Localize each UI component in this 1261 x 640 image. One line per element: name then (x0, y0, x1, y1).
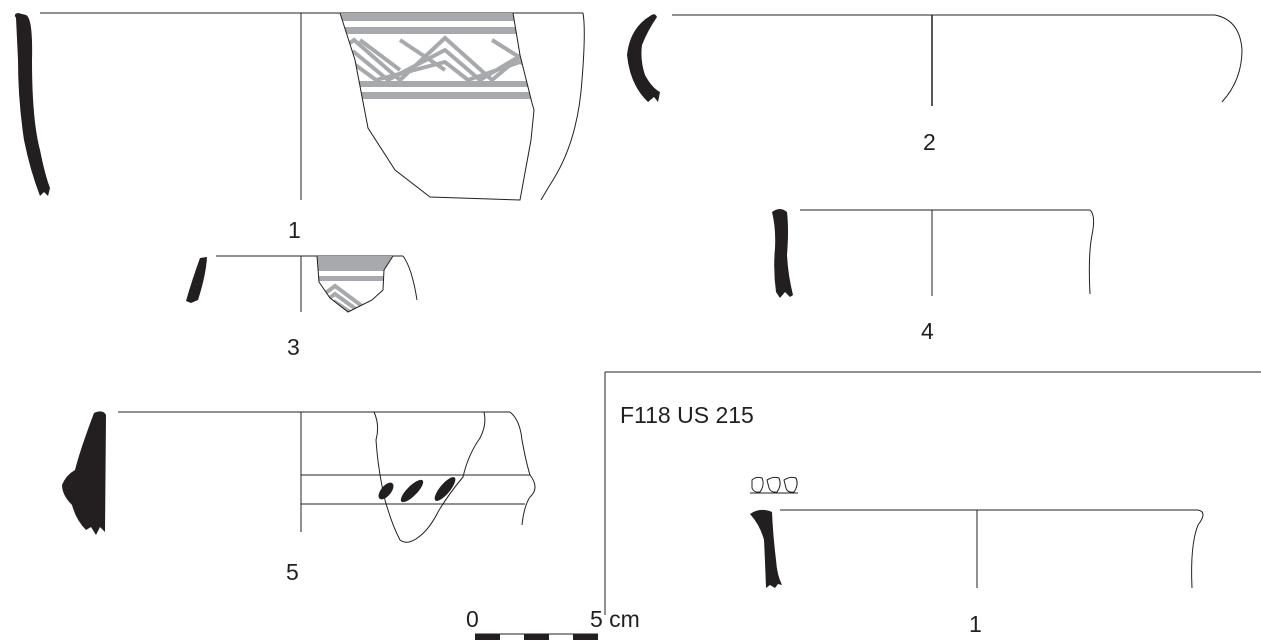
vessel-3-section (186, 257, 207, 303)
vessel-3-profile (402, 255, 418, 301)
vessel-5-drawing: 5 (62, 411, 536, 585)
vessel-5-section (62, 411, 106, 535)
vessel-1-profile (540, 12, 585, 201)
inset-panel: F118 US 215 1 (604, 371, 1261, 637)
scale-bar-end-label: 5 cm (590, 606, 640, 632)
vessel-5-painted-strokes (378, 477, 456, 503)
vessel-3-drawing: 3 (186, 255, 418, 360)
vessel-5-sherd-outline (373, 411, 486, 543)
vessel-2-section (627, 14, 660, 103)
inset-vessel-1-profile (1191, 509, 1204, 589)
vessel-4-drawing: 4 (772, 209, 1095, 344)
vessel-4-section (772, 209, 793, 298)
inset-figure-number-1: 1 (969, 611, 982, 637)
vessel-1-drawing: 1 (14, 12, 585, 243)
vessel-3-painted-band (316, 255, 394, 313)
inset-rim-decoration (750, 476, 798, 494)
figure-number-3: 3 (287, 334, 300, 360)
figure-number-1: 1 (288, 217, 301, 243)
vessel-2-profile (1214, 14, 1243, 103)
vessel-1-painted-band (339, 12, 535, 201)
scale-bar-segment-3 (524, 634, 549, 640)
figure-number-5: 5 (286, 559, 299, 585)
scale-bar-start-label: 0 (466, 606, 479, 632)
vessel-1-section (14, 13, 50, 196)
inset-vessel-1-section (750, 509, 782, 588)
vessel-4-profile (1088, 209, 1095, 295)
scale-bar-segment-1 (475, 634, 500, 640)
scale-bar: 0 5 cm (466, 606, 640, 640)
figure-number-2: 2 (923, 129, 936, 155)
vessel-2-drawing: 2 (627, 14, 1243, 155)
scale-bar-segment-5 (573, 634, 598, 640)
inset-context-label: F118 US 215 (620, 402, 754, 428)
figure-number-4: 4 (921, 318, 934, 344)
vessel-5-profile (509, 411, 536, 526)
